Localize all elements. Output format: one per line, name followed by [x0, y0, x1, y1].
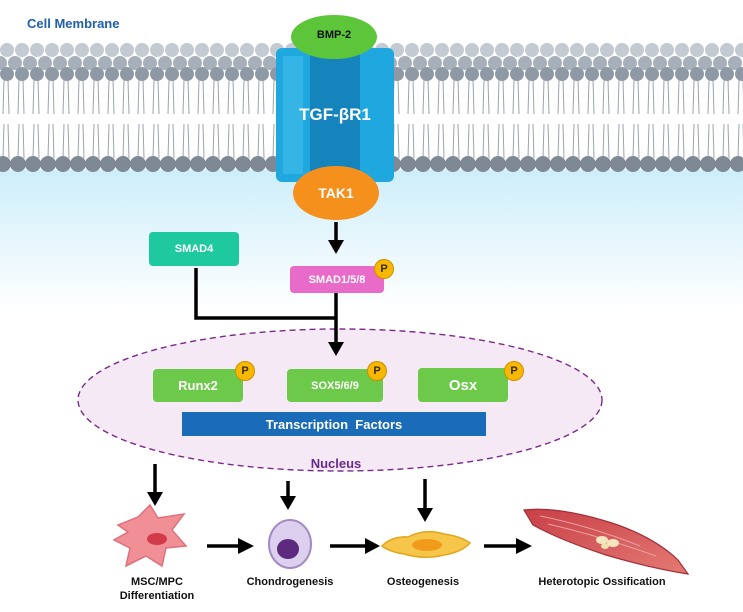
smad158-box: SMAD1/5/8 — [290, 266, 384, 293]
msc-cell-illustration — [112, 503, 188, 568]
transcription-factors-banner: Transcription Factors — [182, 412, 486, 436]
runx2-box: Runx2 — [153, 369, 243, 402]
receptor-label: TGF-βR1 — [299, 105, 371, 124]
runx2-label: Runx2 — [178, 378, 218, 393]
stage-label-msc: MSC/MPC Differentiation — [92, 575, 222, 603]
stage-label-msc-line2: Differentiation — [119, 590, 195, 602]
osteoblast-illustration — [380, 530, 472, 558]
stage-label-msc-line1: MSC/MPC — [131, 576, 183, 588]
transcription-factors-label: Transcription Factors — [265, 416, 403, 432]
chondrocyte-illustration — [268, 519, 312, 569]
bmp2-label: BMP-2 — [316, 29, 352, 41]
runx2-phospho-badge: P — [235, 361, 255, 381]
arrowheads — [147, 240, 532, 554]
stage-label-chondrogenesis: Chondrogenesis — [246, 576, 334, 588]
smad4-label: SMAD4 — [174, 243, 214, 255]
cell-membrane-label: Cell Membrane — [27, 16, 120, 31]
bmp2-ellipse — [291, 15, 377, 59]
sox569-label: SOX5/6/9 — [311, 379, 359, 392]
smad158-phospho-badge: P — [374, 259, 394, 279]
pathway-arrows — [153, 222, 516, 548]
tak1-ellipse — [293, 166, 379, 220]
stage-label-osteogenesis: Osteogenesis — [386, 576, 460, 588]
sox569-phospho-badge: P — [367, 361, 387, 381]
smad4-box: SMAD4 — [149, 232, 239, 266]
nucleus-label: Nucleus — [310, 456, 362, 471]
osx-label: Osx — [448, 376, 478, 394]
muscle-ossification-illustration — [523, 508, 690, 575]
tgf-beta-receptor-shape — [276, 48, 394, 182]
osx-box: Osx — [418, 368, 508, 402]
smad158-label: SMAD1/5/8 — [308, 273, 366, 286]
osx-phospho-badge: P — [504, 361, 524, 381]
tak1-label: TAK1 — [318, 185, 354, 201]
stage-label-heterotopic-ossification: Heterotopic Ossification — [538, 576, 666, 588]
